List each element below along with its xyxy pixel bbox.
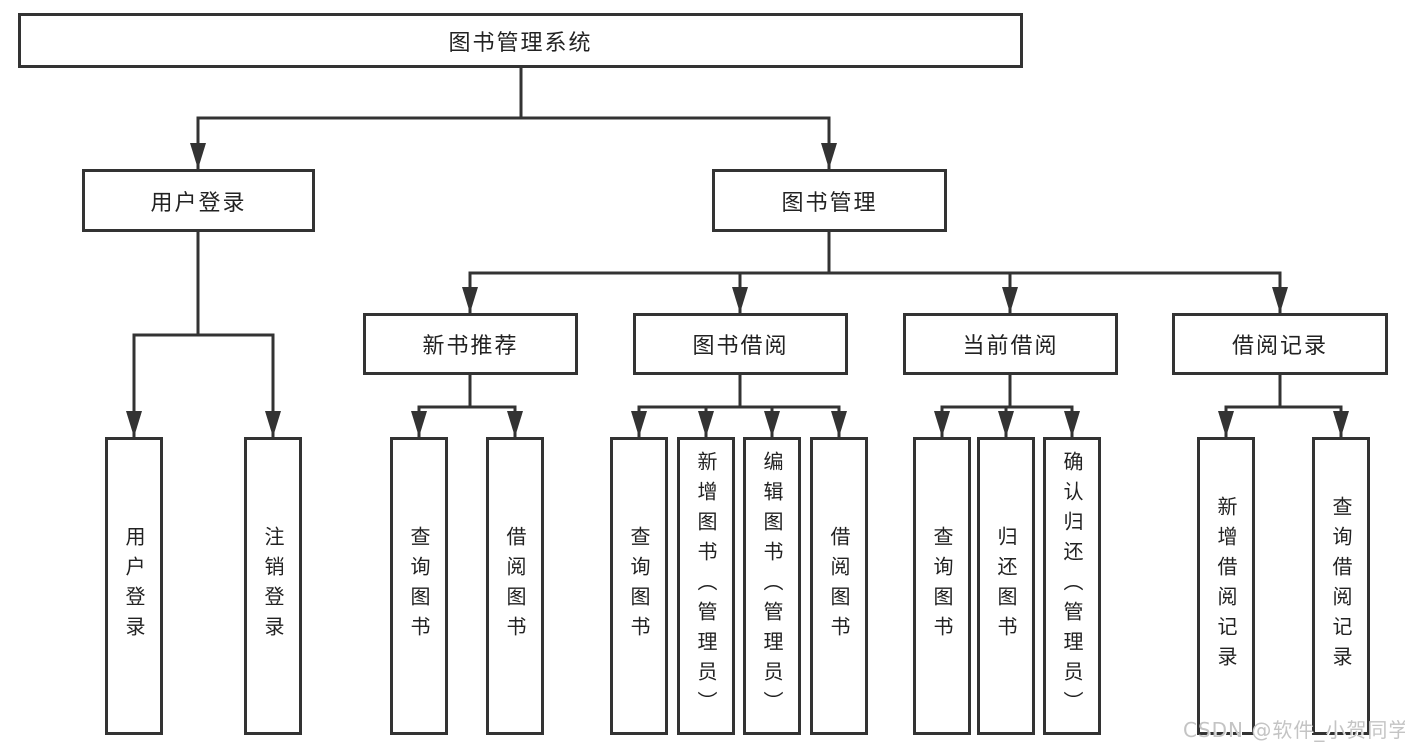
leaf-logout: 注销登录 — [244, 437, 302, 735]
leaf-query-books-borrowing: 查询图书 — [610, 437, 668, 735]
node-book-management-label: 图书管理 — [781, 190, 878, 216]
node-new-book-recommend: 新书推荐 — [363, 313, 578, 375]
leaf-add-book-admin: 新增图书（管理员） — [677, 437, 735, 735]
leaf-query-borrow-record-label: 查询借阅记录 — [1329, 496, 1353, 676]
arrowheads — [126, 143, 1349, 437]
node-new-book-recommend-label: 新书推荐 — [422, 334, 519, 359]
leaf-borrow-books-recommend-label: 借阅图书 — [503, 526, 527, 646]
node-user-login: 用户登录 — [82, 169, 315, 232]
leaf-add-borrow-record: 新增借阅记录 — [1197, 437, 1255, 735]
node-current-borrowing: 当前借阅 — [903, 313, 1118, 375]
leaf-query-books-recommend: 查询图书 — [390, 437, 448, 735]
leaf-borrow-books-label: 借阅图书 — [827, 526, 851, 646]
leaf-query-books-current-label: 查询图书 — [930, 526, 954, 646]
node-borrowing-records: 借阅记录 — [1172, 313, 1388, 375]
node-borrowing-records-label: 借阅记录 — [1231, 334, 1328, 359]
node-book-borrowing: 图书借阅 — [633, 313, 848, 375]
leaf-logout-label: 注销登录 — [261, 526, 285, 646]
leaf-query-books-recommend-label: 查询图书 — [407, 526, 431, 646]
leaf-confirm-return-admin: 确认归还（管理员） — [1043, 437, 1101, 735]
leaf-return-book: 归还图书 — [977, 437, 1035, 735]
leaf-edit-book-admin-label: 编辑图书（管理员） — [760, 451, 784, 721]
leaf-edit-book-admin: 编辑图书（管理员） — [743, 437, 801, 735]
leaf-user-login: 用户登录 — [105, 437, 163, 735]
leaf-query-books-current: 查询图书 — [913, 437, 971, 735]
node-book-management: 图书管理 — [712, 169, 947, 232]
leaf-borrow-books: 借阅图书 — [810, 437, 868, 735]
node-root-label: 图书管理系统 — [448, 30, 593, 56]
leaf-user-login-label: 用户登录 — [122, 526, 146, 646]
leaf-add-borrow-record-label: 新增借阅记录 — [1214, 496, 1238, 676]
leaf-query-borrow-record: 查询借阅记录 — [1312, 437, 1370, 735]
leaf-confirm-return-admin-label: 确认归还（管理员） — [1060, 451, 1084, 721]
node-root: 图书管理系统 — [18, 13, 1023, 68]
leaf-return-book-label: 归还图书 — [994, 526, 1018, 646]
watermark: CSDN @软件_小贺同学 — [1183, 718, 1405, 742]
leaf-query-books-borrowing-label: 查询图书 — [627, 526, 651, 646]
leaf-add-book-admin-label: 新增图书（管理员） — [694, 451, 718, 721]
node-user-login-label: 用户登录 — [150, 190, 247, 216]
leaf-borrow-books-recommend: 借阅图书 — [486, 437, 544, 735]
node-current-borrowing-label: 当前借阅 — [962, 334, 1059, 359]
node-book-borrowing-label: 图书借阅 — [692, 334, 789, 359]
